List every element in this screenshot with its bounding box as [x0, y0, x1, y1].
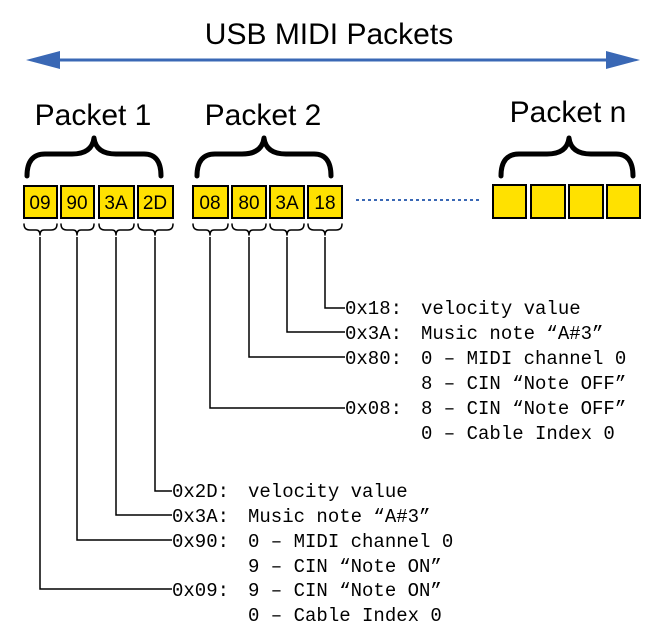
packet-2-leader-lines [209, 237, 345, 409]
byte-cell [60, 185, 95, 219]
leader-line [39, 237, 172, 590]
annotation-text: 9 – CIN “Note ON” [248, 580, 442, 602]
byte-text: 09 [29, 193, 50, 214]
annotation-text: Music note “A#3” [248, 506, 430, 528]
leader-line [76, 237, 172, 541]
annotation-text: 0 – MIDI channel 0 [248, 531, 453, 553]
byte-text: 3A [275, 193, 299, 214]
packet-1-brace [24, 135, 164, 179]
packet-1-annotations: 0x2D: velocity value 0x3A: Music note “A… [172, 481, 453, 627]
annotation-text: velocity value [421, 298, 581, 320]
diagram-title: USB MIDI Packets [205, 18, 453, 51]
annotation-text: 8 – CIN “Note OFF” [421, 373, 626, 395]
leader-line [154, 237, 172, 492]
annotation-text: 0 – MIDI channel 0 [421, 348, 626, 370]
annotation-code: 0x80: [345, 348, 402, 370]
packet-n-bytes [492, 184, 641, 219]
annotation-code: 0x3A: [345, 323, 402, 345]
byte-cell [23, 185, 58, 219]
byte-brace [231, 223, 267, 236]
span-arrow [26, 51, 640, 69]
arrow-head-right [606, 51, 640, 69]
byte-cell [530, 184, 566, 219]
byte-brace [23, 223, 58, 236]
byte-text: 08 [199, 193, 220, 214]
packet-1-bytes: 09 90 3A 2D [23, 185, 174, 219]
byte-cell [606, 184, 641, 219]
annotation-text: 8 – CIN “Note OFF” [421, 398, 626, 420]
byte-cell [137, 185, 174, 219]
byte-cell [492, 184, 527, 219]
leader-line [286, 237, 345, 333]
packet-2-brace [194, 135, 334, 179]
byte-brace [307, 223, 343, 236]
annotation-code: 0x2D: [172, 481, 229, 503]
byte-cell [568, 184, 604, 219]
leader-line [324, 237, 345, 309]
leader-line [115, 237, 172, 516]
byte-text: 80 [238, 193, 259, 214]
annotation-code: 0x09: [172, 580, 229, 602]
byte-cell [98, 185, 135, 219]
byte-brace [137, 223, 174, 236]
byte-text: 2D [143, 193, 167, 214]
packet-2-bytes: 08 80 3A 18 [192, 185, 343, 219]
byte-text: 3A [104, 193, 128, 214]
annotation-text: 9 – CIN “Note ON” [248, 556, 442, 578]
byte-braces [23, 223, 343, 236]
packet-2-label: Packet 2 [205, 99, 322, 132]
byte-cell [307, 185, 343, 219]
byte-brace [98, 223, 135, 236]
arrow-head-left [26, 51, 60, 69]
packet-2-annotations: 0x18: velocity value 0x3A: Music note “A… [345, 298, 626, 445]
leader-line [248, 237, 345, 358]
annotation-code: 0x08: [345, 398, 402, 420]
annotation-code: 0x90: [172, 531, 229, 553]
annotation-text: 0 – Cable Index 0 [248, 605, 442, 627]
packet-n-brace [498, 135, 636, 179]
packet-1-label: Packet 1 [35, 99, 152, 132]
annotation-text: Music note “A#3” [421, 323, 603, 345]
byte-text: 18 [314, 193, 335, 214]
byte-brace [192, 223, 229, 236]
byte-cell [231, 185, 267, 219]
annotation-text: velocity value [248, 481, 408, 503]
byte-brace [269, 223, 305, 236]
annotation-code: 0x18: [345, 298, 402, 320]
annotation-code: 0x3A: [172, 506, 229, 528]
annotation-text: 0 – Cable Index 0 [421, 423, 615, 445]
byte-text: 90 [66, 193, 87, 214]
byte-cell [269, 185, 305, 219]
packet-n-label: Packet n [510, 96, 627, 129]
packet-1-leader-lines [39, 237, 172, 590]
leader-line [209, 237, 345, 409]
byte-cell [192, 185, 229, 219]
byte-brace [60, 223, 95, 236]
